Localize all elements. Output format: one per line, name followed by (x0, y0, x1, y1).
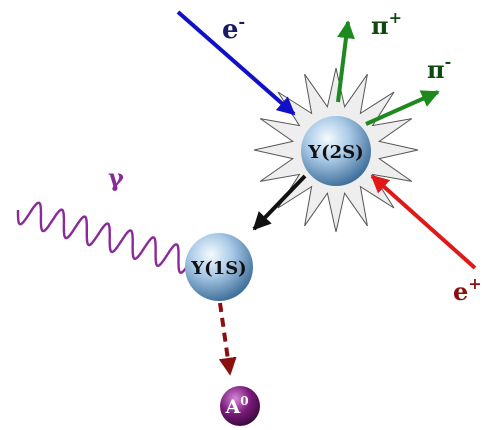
photon-label: γ (108, 163, 124, 192)
electron-label: e- (222, 12, 245, 45)
upsilon-2s-label: Υ(2S) (307, 142, 363, 163)
positron-label: e+ (453, 274, 482, 306)
pion-plus-arrow (338, 22, 348, 102)
photon-wave (18, 203, 190, 273)
pion-plus-label: π+ (371, 8, 402, 40)
transition-arrow (254, 176, 305, 229)
positron-arrow (372, 176, 475, 268)
upsilon-1s-label: Υ(1S) (190, 258, 246, 279)
upsilon-2s-particle: Υ(2S) (301, 116, 371, 186)
upsilon-1s-particle: Υ(1S) (185, 233, 253, 301)
a0-decay-arrow (220, 303, 230, 374)
a0-particle: A0 (220, 386, 260, 426)
pion-minus-label: π- (427, 52, 451, 84)
